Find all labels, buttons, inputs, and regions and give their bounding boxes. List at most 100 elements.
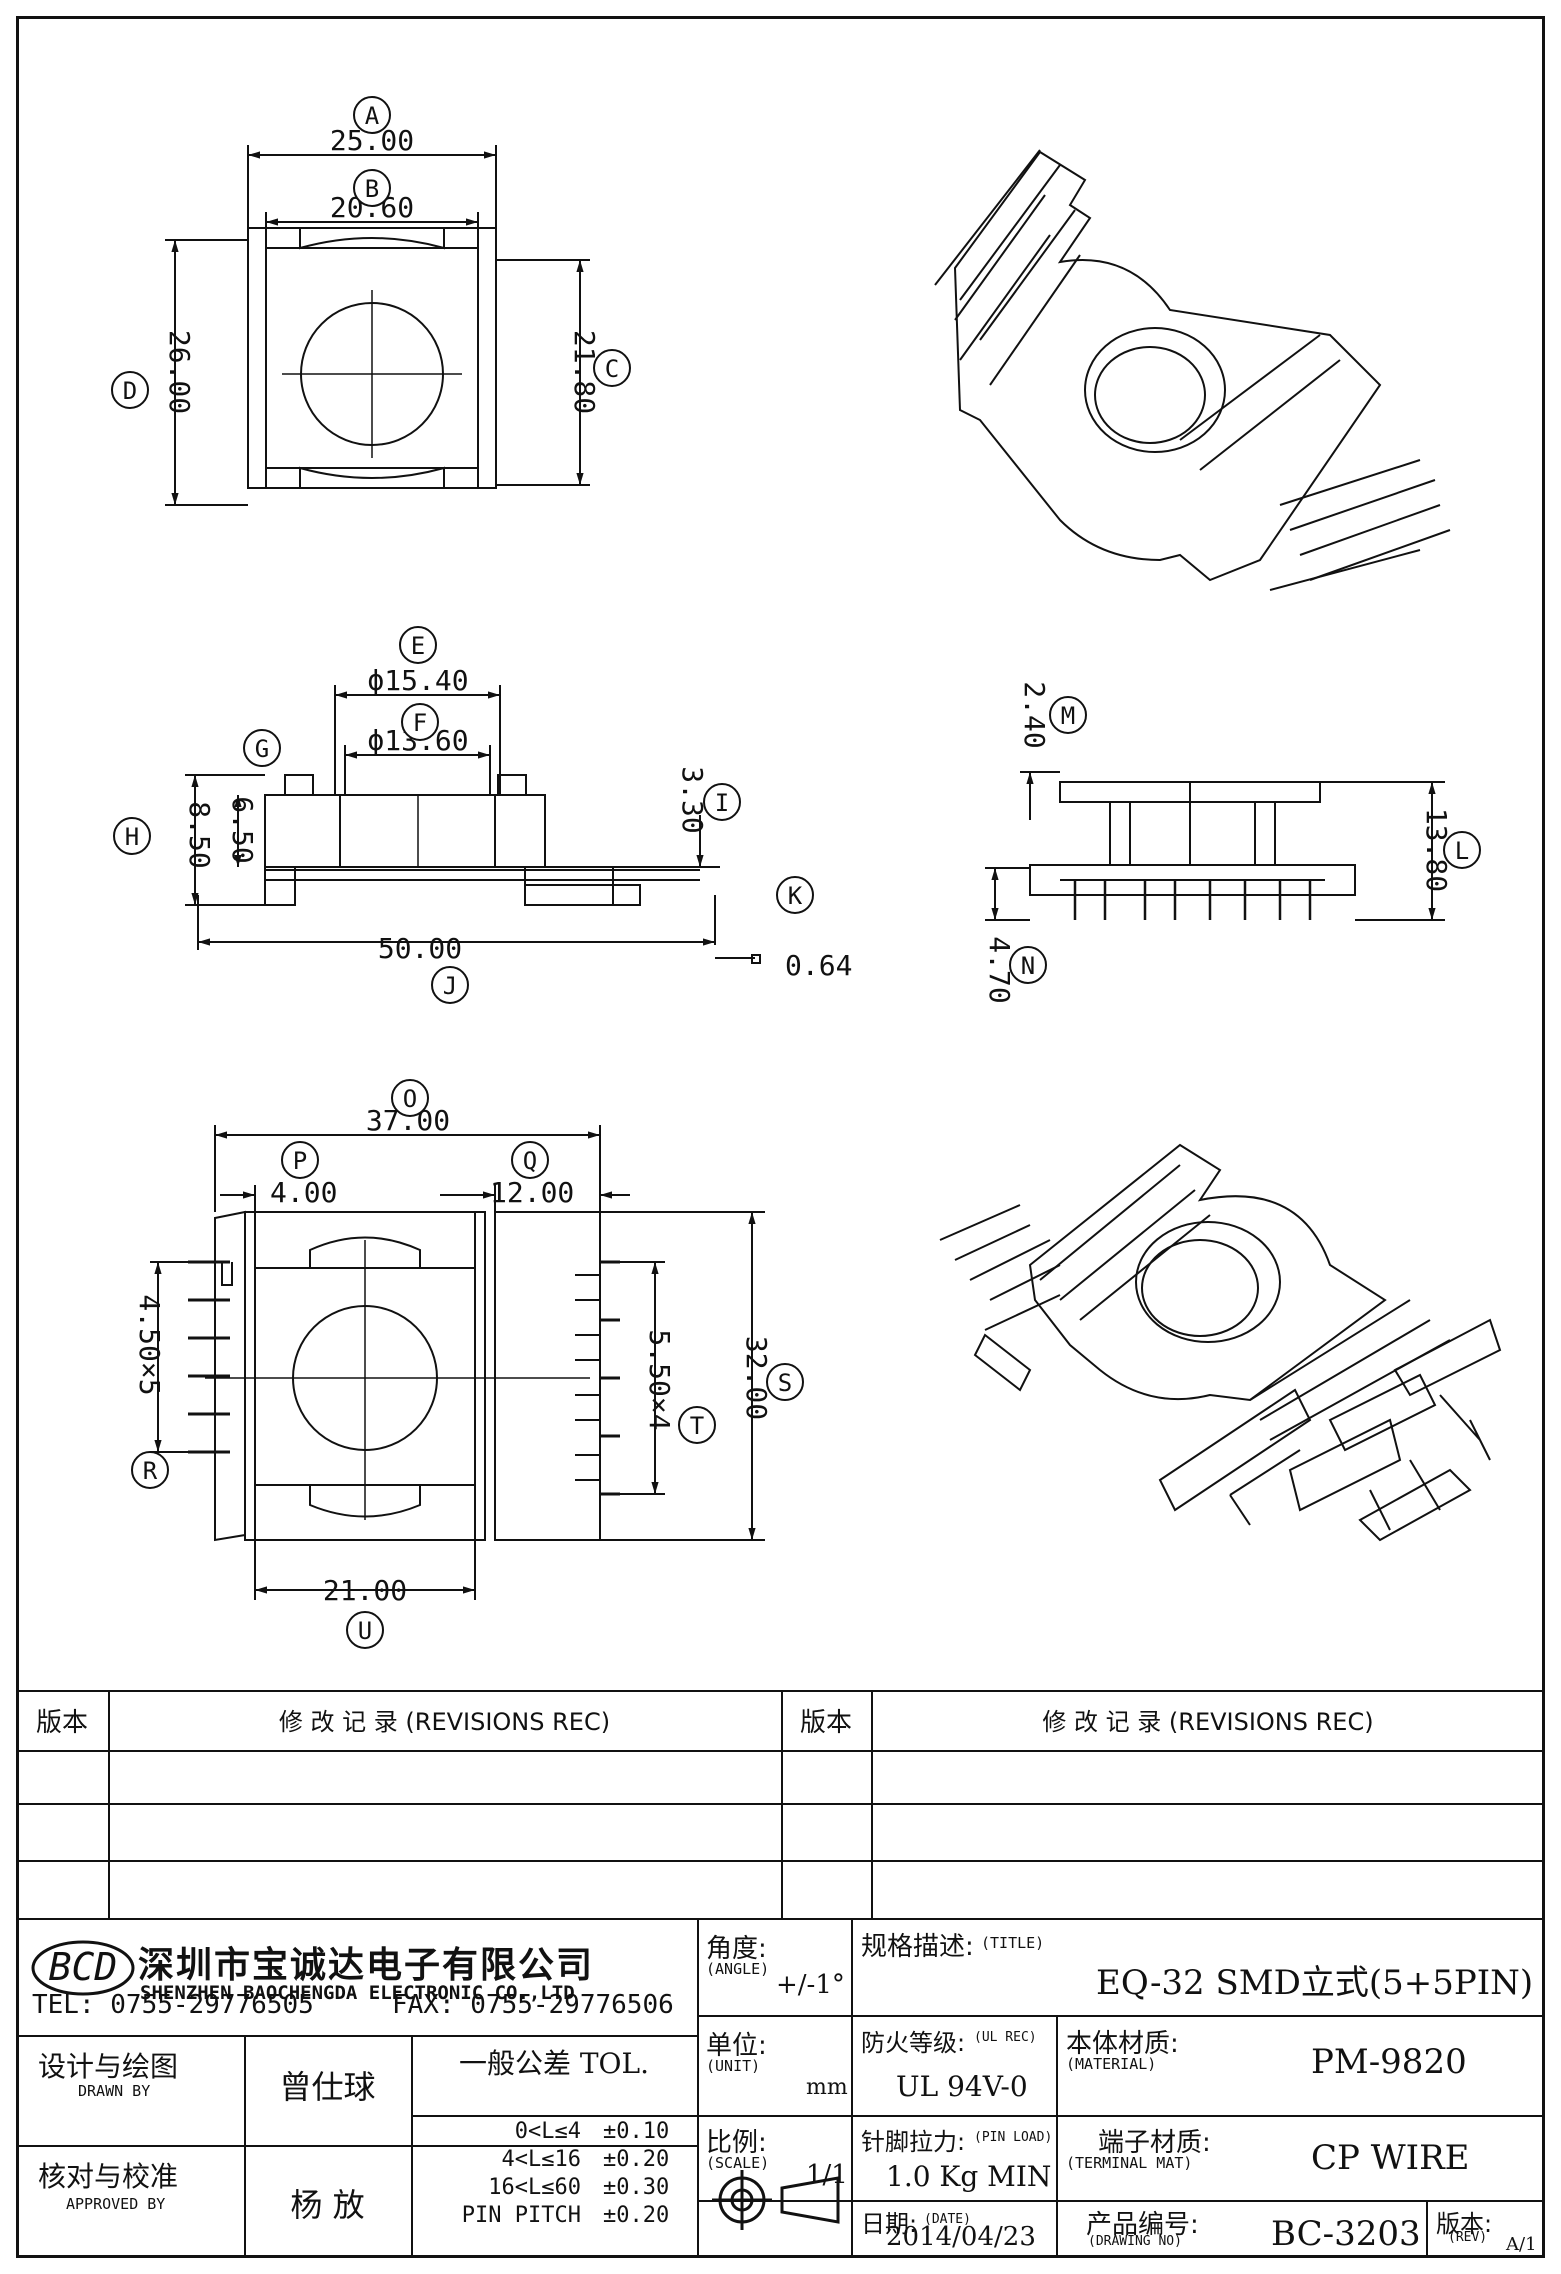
drawing-no-value: BC-3203 [1271,2214,1421,2254]
title-block: 版本 修 改 记 录 (REVISIONS REC) 版本 修 改 记 录 (R… [16,1690,1545,2258]
balloon-P: P [281,1141,319,1179]
svg-text:P: P [293,1147,307,1175]
svg-text:K: K [788,882,803,910]
logo-text: BCD [49,1945,118,1989]
svg-text:M: M [1061,702,1075,730]
date-label-en: (DATE) [924,2212,971,2227]
approved-by-label: 核对与校准 [38,2160,179,2193]
balloon-Q: Q [511,1141,549,1179]
dim-value-H: 8.50 [183,801,216,868]
svg-text:N: N [1021,952,1035,980]
svg-text:F: F [413,709,427,737]
balloon-U: U [346,1611,384,1649]
unit-label: 单位: [706,2031,767,2061]
ul-value: UL 94V-0 [896,2070,1028,2103]
svg-text:Q: Q [523,1147,537,1175]
terminal-label-en: (TERMINAL MAT) [1066,2154,1193,2172]
balloon-G: G [243,729,281,767]
dim-value-M: 2.40 [1018,681,1051,748]
svg-text:U: U [358,1617,372,1645]
revision-records-header-2: 修 改 记 录 (REVISIONS REC) [1042,1708,1374,1736]
isometric-view-top [934,149,1451,591]
balloon-J: J [431,966,469,1004]
balloon-B: B [353,169,391,207]
tolerance-label: 一般公差 TOL. [458,2047,650,2080]
scale-label-en: (SCALE) [706,2154,770,2172]
balloon-N: N [1009,946,1047,984]
svg-text:J: J [443,972,457,1000]
dim-value-E: ϕ15.40 [367,664,468,697]
revision-version-header-2: 版本 [799,1708,852,1738]
pin-load-value: 1.0 Kg MIN [886,2160,1052,2193]
projection-symbol-icon [706,2160,846,2240]
svg-text:E: E [411,632,425,660]
svg-text:D: D [123,377,137,405]
unit-value: mm [806,2075,848,2100]
tolerance-row: 16<L≤60±0.30 [488,2175,670,2200]
dim-value-Q: 12.00 [490,1176,574,1209]
tolerance-row: 0<L≤4±0.10 [514,2119,670,2144]
terminal-label: 端子材质: [1098,2128,1211,2158]
balloon-T: T [678,1406,716,1444]
scale-value: 1/1 [806,2160,848,2190]
pin-load-label: 针脚拉力: [861,2128,966,2156]
balloon-C: C [593,349,631,387]
balloon-L: L [1443,831,1481,869]
svg-text:A: A [365,102,380,130]
rev-label-en: (REV) [1448,2230,1488,2245]
company-logo: BCD [28,1928,138,2008]
top-view [165,145,590,506]
drawing-no-label-en: (DRAWING NO) [1088,2234,1182,2249]
date-value: 2014/04/23 [886,2222,1036,2252]
balloon-O: O [391,1079,429,1117]
revision-version-header: 版本 [35,1708,88,1738]
balloon-K: K [776,876,814,914]
drawn-by-label-en: DRAWN BY [78,2082,151,2100]
balloon-F: F [401,703,439,741]
dim-value-P: 4.00 [270,1176,337,1209]
material-label-en: (MATERIAL) [1066,2055,1157,2073]
svg-text:O: O [403,1085,417,1113]
company-name-en: SHENZHEN BAOCHENGDA ELECTRONIC CO.,LTD [140,1982,575,2004]
unit-label-en: (UNIT) [706,2057,761,2075]
company-fax: FAX: 0755-29776506 [392,1990,674,2020]
svg-text:R: R [143,1457,158,1485]
material-label: 本体材质: [1066,2029,1179,2059]
balloon-H: H [113,817,151,855]
revision-records-header: 修 改 记 录 (REVISIONS REC) [278,1708,611,1736]
rev-label: 版本: [1436,2210,1493,2238]
dim-value-R: 4.50×5 [133,1294,166,1395]
bottom-view [150,1125,765,1600]
angle-label: 角度: [706,1934,767,1964]
ul-label: 防火等级: [861,2029,966,2057]
balloon-A: A [353,96,391,134]
company-tel: TEL: 0755-29776505 [32,1990,314,2020]
tolerance-row: 4<L≤16±0.20 [501,2147,670,2172]
dim-value-U: 21.00 [323,1574,407,1607]
technical-drawing: 25.00 20.60 26.00 21.80 ϕ15.40 ϕ13.60 8.… [111,96,1502,1649]
title-label-en: (TITLE) [981,1934,1045,1952]
dim-value-J: 50.00 [378,932,462,965]
tolerance-row: PIN PITCH±0.20 [461,2203,670,2228]
title-value: EQ-32 SMD立式(5+5PIN) [1096,1963,1534,2003]
approved-by-value: 杨 放 [290,2186,365,2224]
terminal-value: CP WIRE [1311,2138,1470,2178]
svg-text:I: I [715,789,729,817]
dim-value-K: 0.64 [785,949,852,982]
isometric-view-bottom [939,1143,1502,1542]
rev-value: A/1 [1506,2234,1537,2255]
ul-label-en: (UL REC) [974,2030,1037,2045]
drawn-by-value: 曾仕球 [279,2068,376,2106]
svg-text:L: L [1455,837,1469,865]
side-view [185,685,761,964]
material-value: PM-9820 [1311,2042,1467,2082]
dim-value-D: 26.00 [163,330,196,414]
date-label: 日期: [861,2210,918,2238]
pin-load-label-en: (PIN LOAD) [974,2130,1053,2145]
balloon-I: I [703,783,741,821]
svg-text:B: B [365,175,379,203]
company-name-cn: 深圳市宝诚达电子有限公司 [138,1945,595,1986]
balloon-R: R [131,1451,169,1489]
title-label: 规格描述: [861,1932,974,1962]
